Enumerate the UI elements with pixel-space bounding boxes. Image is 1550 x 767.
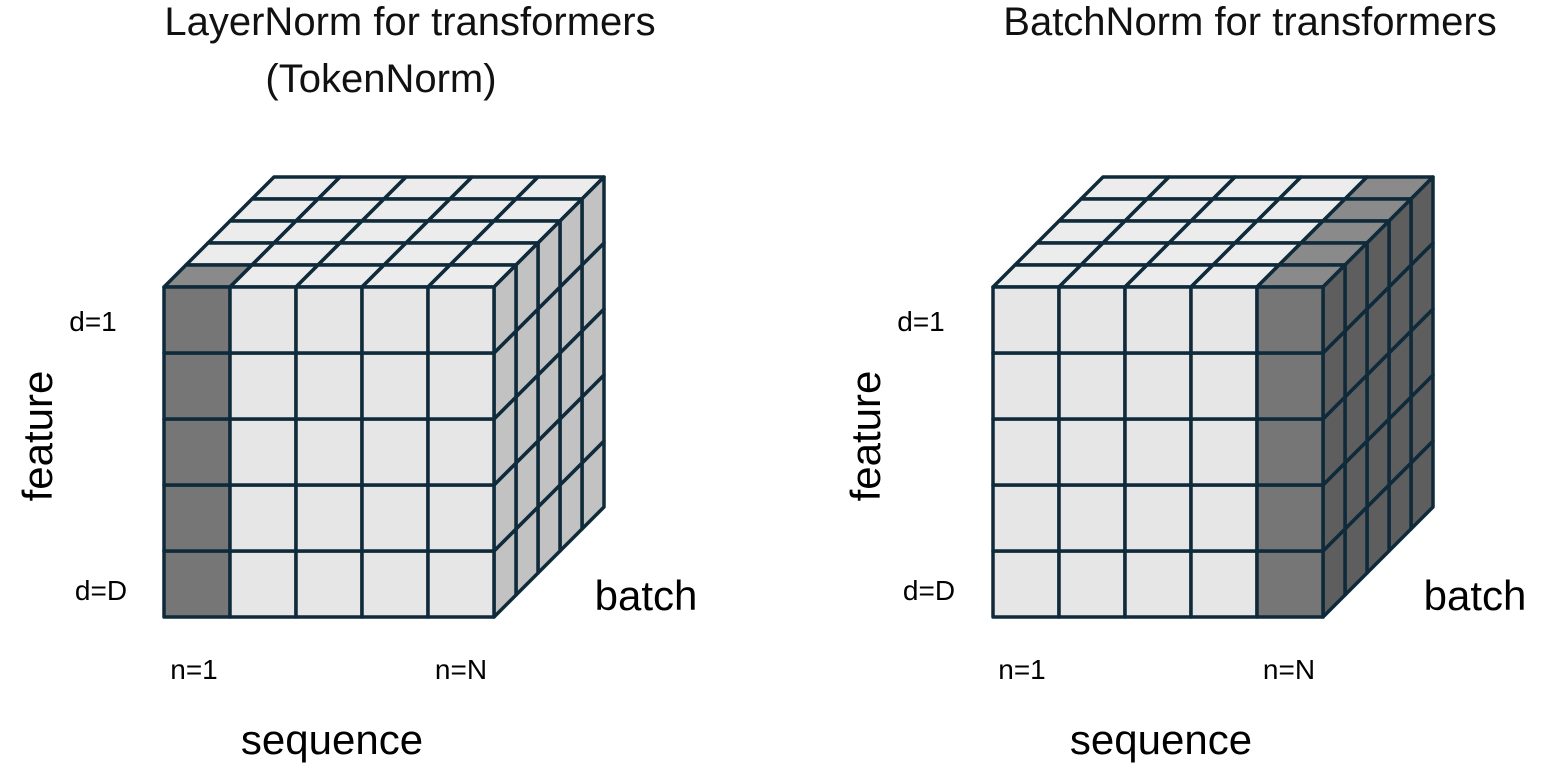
front-face-cell xyxy=(228,351,298,421)
front-face-cell xyxy=(426,483,496,553)
n-first-label: n=1 xyxy=(170,654,218,685)
front-face-cell xyxy=(294,549,364,619)
sequence-axis-label: sequence xyxy=(1070,716,1252,763)
layernorm-tensor-cube xyxy=(162,175,606,619)
front-face-cell xyxy=(162,549,232,619)
front-face-cell xyxy=(294,285,364,355)
front-face-cell xyxy=(1255,285,1325,355)
front-face-cell xyxy=(426,285,496,355)
d-first-label: d=1 xyxy=(69,306,117,337)
front-face-cell xyxy=(1189,483,1259,553)
batch-axis-label: batch xyxy=(595,572,698,619)
front-face-cell xyxy=(360,483,430,553)
front-face-cell xyxy=(991,285,1061,355)
panel-title-line-1: BatchNorm for transformers xyxy=(1003,0,1496,44)
front-face-cell xyxy=(228,417,298,487)
front-face-cell xyxy=(228,483,298,553)
d-first-label: d=1 xyxy=(897,306,945,337)
front-face-cell xyxy=(1189,285,1259,355)
front-face-cell xyxy=(1255,483,1325,553)
front-face-cell xyxy=(162,285,232,355)
layernorm-panel: LayerNorm for transformers (TokenNorm) d… xyxy=(14,0,697,763)
front-face-cell xyxy=(1057,351,1127,421)
feature-axis-label: feature xyxy=(14,371,61,502)
front-face-cell xyxy=(991,549,1061,619)
front-face-cell xyxy=(1255,417,1325,487)
panel-title-line-1: LayerNorm for transformers xyxy=(164,0,655,44)
front-face-cell xyxy=(360,351,430,421)
sequence-axis-label: sequence xyxy=(241,716,423,763)
front-face-cell xyxy=(1255,351,1325,421)
feature-axis-label: feature xyxy=(842,371,889,502)
batchnorm-tensor-cube xyxy=(991,175,1435,619)
d-last-label: d=D xyxy=(903,575,955,606)
front-face-cell xyxy=(1123,483,1193,553)
n-first-label: n=1 xyxy=(998,654,1046,685)
front-face-cell xyxy=(991,483,1061,553)
front-face-cell xyxy=(1189,417,1259,487)
front-face-cell xyxy=(1057,417,1127,487)
front-face-cell xyxy=(360,285,430,355)
front-face-cell xyxy=(294,351,364,421)
front-face-cell xyxy=(360,417,430,487)
front-face-cell xyxy=(991,351,1061,421)
front-face-cell xyxy=(1123,285,1193,355)
front-face-cell xyxy=(1057,285,1127,355)
batch-axis-label: batch xyxy=(1424,572,1527,619)
front-face-cell xyxy=(1057,549,1127,619)
front-face-cell xyxy=(426,549,496,619)
front-face-cell xyxy=(1255,549,1325,619)
front-face-cell xyxy=(228,549,298,619)
front-face-cell xyxy=(294,417,364,487)
front-face-cell xyxy=(228,285,298,355)
front-face-cell xyxy=(1123,351,1193,421)
panel-title-line-2: (TokenNorm) xyxy=(265,57,496,101)
n-last-label: n=N xyxy=(1263,654,1315,685)
front-face-cell xyxy=(426,417,496,487)
front-face-cell xyxy=(360,549,430,619)
front-face-cell xyxy=(1189,549,1259,619)
front-face-cell xyxy=(162,351,232,421)
front-face-cell xyxy=(1057,483,1127,553)
front-face-cell xyxy=(1123,417,1193,487)
front-face-cell xyxy=(991,417,1061,487)
front-face-cell xyxy=(1123,549,1193,619)
batchnorm-panel: BatchNorm for transformers d=1 d=D n=1 n… xyxy=(842,0,1526,763)
front-face-cell xyxy=(426,351,496,421)
front-face-cell xyxy=(162,483,232,553)
front-face-cell xyxy=(294,483,364,553)
n-last-label: n=N xyxy=(435,654,487,685)
front-face-cell xyxy=(1189,351,1259,421)
d-last-label: d=D xyxy=(75,575,127,606)
front-face-cell xyxy=(162,417,232,487)
